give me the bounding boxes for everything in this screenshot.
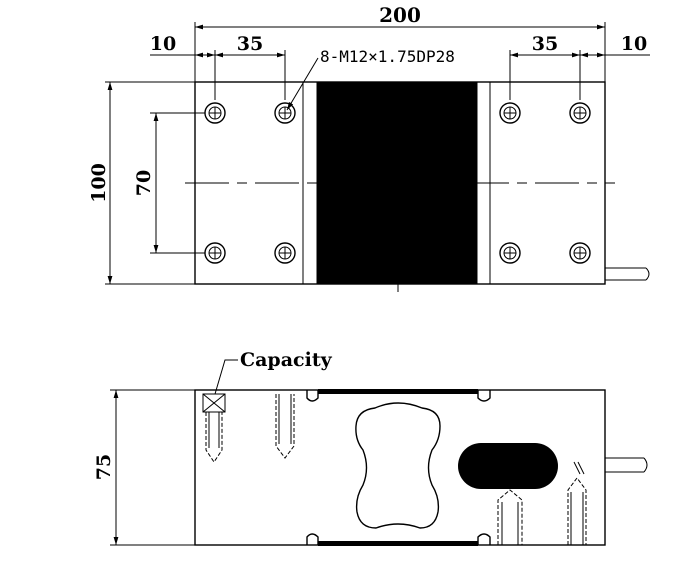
bottom-bar <box>318 541 478 546</box>
dim-total-label: 200 <box>379 3 421 27</box>
hole-icon <box>204 242 226 264</box>
side-view: Capacity 75 <box>93 349 648 546</box>
mounting-holes <box>204 102 591 264</box>
top-view: 200 10 35 8-M12×1.75DP28 35 10 100 70 <box>88 3 650 292</box>
dim-left-pitch-label: 35 <box>237 33 263 55</box>
thread-hole-icon <box>567 477 587 545</box>
thread-hole-icon <box>275 394 295 459</box>
cable-icon <box>605 457 648 473</box>
dim-height-top-label: 100 <box>88 163 110 203</box>
hole-icon <box>569 102 591 124</box>
thread-note-leader <box>286 57 319 111</box>
hole-icon <box>274 242 296 264</box>
dim-height-side-label: 75 <box>93 454 115 480</box>
dim-left-edge-label: 10 <box>150 33 176 55</box>
capacity-label: Capacity <box>240 349 333 371</box>
top-bar <box>318 389 478 394</box>
strain-cutout <box>355 402 441 529</box>
thread-note-label: 8-M12×1.75DP28 <box>320 47 455 66</box>
hole-icon <box>204 102 226 124</box>
thread-hole-icon <box>497 489 523 545</box>
gauge-window <box>458 443 558 489</box>
dim-right-pitch-label: 35 <box>532 33 558 55</box>
capacity-leader <box>214 359 238 395</box>
hole-icon <box>274 102 296 124</box>
dim-right-edge-label: 10 <box>621 33 647 55</box>
cable-icon <box>605 267 650 281</box>
hole-icon <box>499 102 521 124</box>
dim-hole-spacing-label: 70 <box>133 170 155 196</box>
hole-icon <box>499 242 521 264</box>
thread-hole-icon <box>202 393 226 463</box>
hole-icon <box>569 242 591 264</box>
